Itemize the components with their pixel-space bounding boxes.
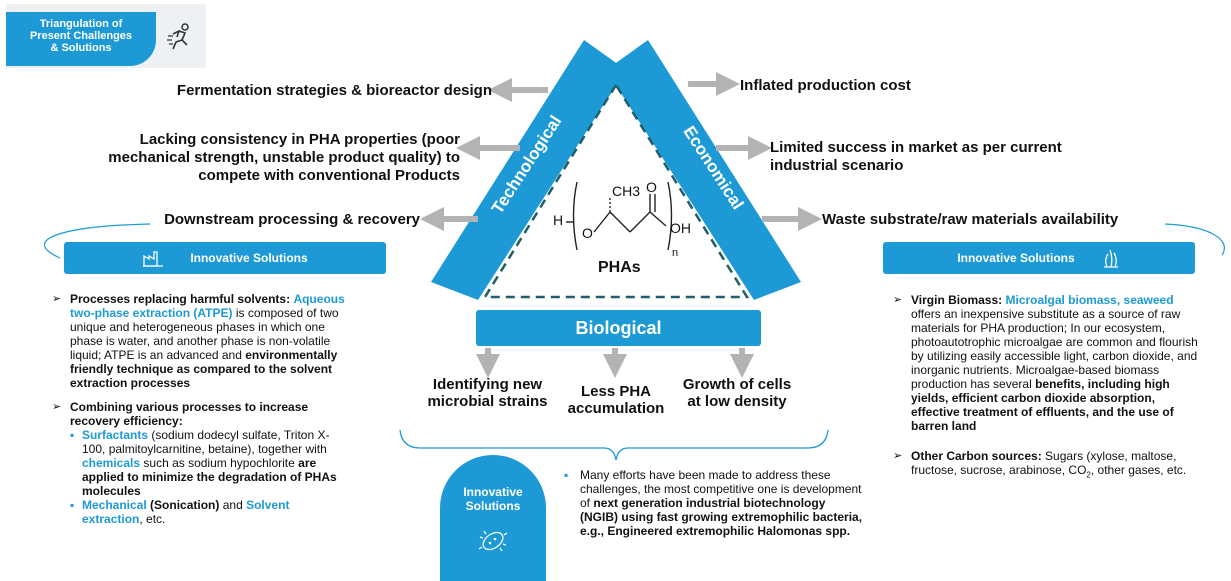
right-b2-head: Other Carbon sources: bbox=[911, 449, 1042, 463]
connector-right bbox=[1164, 223, 1225, 256]
header-title: Triangulation of Present Challenges & So… bbox=[6, 12, 156, 66]
connector-left bbox=[44, 223, 151, 259]
bottom-solutions-text: Many efforts have been made to address t… bbox=[564, 468, 864, 538]
left-s2-text: and bbox=[222, 498, 243, 512]
left-s2-blue2: Solvent extraction bbox=[82, 498, 290, 526]
factory-icon bbox=[143, 251, 164, 267]
right-solutions-body: Virgin Biomass: Microalgal biomass, seaw… bbox=[893, 293, 1201, 492]
tech-challenge-1: Fermentation strategies & bioreactor des… bbox=[176, 82, 492, 99]
dashed-triangle bbox=[482, 82, 750, 299]
right-solutions-title: Innovative Solutions bbox=[957, 251, 1075, 265]
econ-challenge-3: Waste substrate/raw materials availabili… bbox=[822, 211, 1119, 228]
header-title-line-2: Present Challenges bbox=[29, 30, 133, 42]
biological-bar: Biological bbox=[476, 310, 761, 346]
tech-challenge-3: Downstream processing & recovery bbox=[164, 211, 420, 228]
left-b1-bold: environmentally friendly technique as co… bbox=[70, 348, 338, 390]
left-b1-text: is composed of two unique and heterogene… bbox=[70, 306, 339, 362]
bottom-text: Many efforts have been made to address t… bbox=[580, 468, 862, 510]
technological-band bbox=[431, 40, 626, 300]
right-b2-text: Sugars (xylose, maltose, fructose, sucro… bbox=[911, 449, 1177, 477]
molecule-n: n bbox=[672, 247, 679, 259]
right-b1-text: offers an inexpensive substitute as a so… bbox=[911, 307, 1198, 391]
economical-band bbox=[606, 40, 801, 300]
bacteria-icon bbox=[478, 530, 508, 552]
left-bullet-1: Processes replacing harmful solvents: Aq… bbox=[52, 292, 352, 390]
right-solutions-bar: Innovative Solutions bbox=[883, 242, 1195, 274]
left-sub-1: Surfactants (sodium dodecyl sulfate, Tri… bbox=[70, 428, 352, 498]
molecule-h: H bbox=[553, 212, 564, 228]
tech-challenge-2: Lacking consistency in PHA properties (p… bbox=[108, 131, 460, 184]
left-s1-text2: such as sodium hypochlorite bbox=[143, 456, 295, 470]
bottom-solutions-title-2: Solutions bbox=[465, 499, 521, 513]
phas-label: PHAs bbox=[598, 259, 641, 276]
econ-challenge-2: Limited success in market as per current… bbox=[770, 139, 1062, 174]
left-b1-blue: Aqueous two-phase extraction (ATPE) bbox=[70, 292, 345, 320]
molecule-oh: OH bbox=[670, 220, 691, 236]
left-s2-bold: (Sonication) bbox=[150, 498, 220, 512]
molecule-o2: O bbox=[646, 179, 657, 195]
left-sub-2: Mechanical (Sonication) and Solvent extr… bbox=[70, 498, 352, 526]
left-solutions-title: Innovative Solutions bbox=[190, 251, 308, 265]
pha-molecule bbox=[566, 181, 673, 251]
left-s2-blue: Mechanical bbox=[82, 498, 147, 512]
header-title-line-1: Triangulation of bbox=[39, 18, 123, 30]
left-b2-head: Combining various processes to increase … bbox=[70, 400, 309, 428]
bottom-bold: next generation industrial biotechnology… bbox=[580, 496, 863, 538]
bottom-solutions-title-1: Innovative bbox=[463, 485, 523, 499]
left-solutions-bar: Innovative Solutions bbox=[64, 242, 386, 274]
header-title-line-3: & Solutions bbox=[50, 42, 112, 54]
right-b1-bold: benefits, including high yields, efficie… bbox=[911, 377, 1174, 433]
left-s1-blue: Surfactants bbox=[82, 428, 149, 442]
molecule-ch3: CH3 bbox=[612, 183, 641, 199]
right-bullet-1: Virgin Biomass: Microalgal biomass, seaw… bbox=[893, 293, 1201, 433]
left-solutions-body: Processes replacing harmful solvents: Aq… bbox=[52, 292, 352, 536]
left-s1-blue2: chemicals bbox=[82, 456, 141, 470]
person-running-icon bbox=[167, 23, 189, 50]
left-bullet-2: Combining various processes to increase … bbox=[52, 400, 352, 526]
bottom-solutions-badge: Innovative Solutions bbox=[440, 455, 546, 581]
bottom-brace bbox=[399, 429, 829, 461]
bottom-bullet: Many efforts have been made to address t… bbox=[564, 468, 864, 538]
econ-challenge-1: Inflated production cost bbox=[740, 77, 911, 94]
bio-challenge-1: Identifying new microbial strains bbox=[427, 376, 548, 410]
right-b1-head: Virgin Biomass: bbox=[911, 293, 1003, 307]
right-b1-blue: Microalgal biomass, seaweed bbox=[1005, 293, 1174, 307]
bio-challenge-3: Growth of cells at low density bbox=[682, 376, 792, 410]
left-s1-bold: are applied to minimize the degradation … bbox=[82, 456, 337, 498]
left-s1-text: (sodium dodecyl sulfate, Triton X-100, p… bbox=[82, 428, 330, 456]
seaweed-icon bbox=[1103, 249, 1118, 268]
bio-challenge-2: Less PHA accumulation bbox=[567, 383, 665, 417]
right-b2-sub: 2 bbox=[1086, 470, 1091, 480]
left-s2-text2: , etc. bbox=[139, 512, 166, 526]
molecule-o: O bbox=[582, 225, 593, 241]
right-b2-text2: , other gases, etc. bbox=[1090, 463, 1187, 477]
right-bullet-2: Other Carbon sources: Sugars (xylose, ma… bbox=[893, 449, 1201, 482]
left-b1-head: Processes replacing harmful solvents: bbox=[70, 292, 291, 306]
